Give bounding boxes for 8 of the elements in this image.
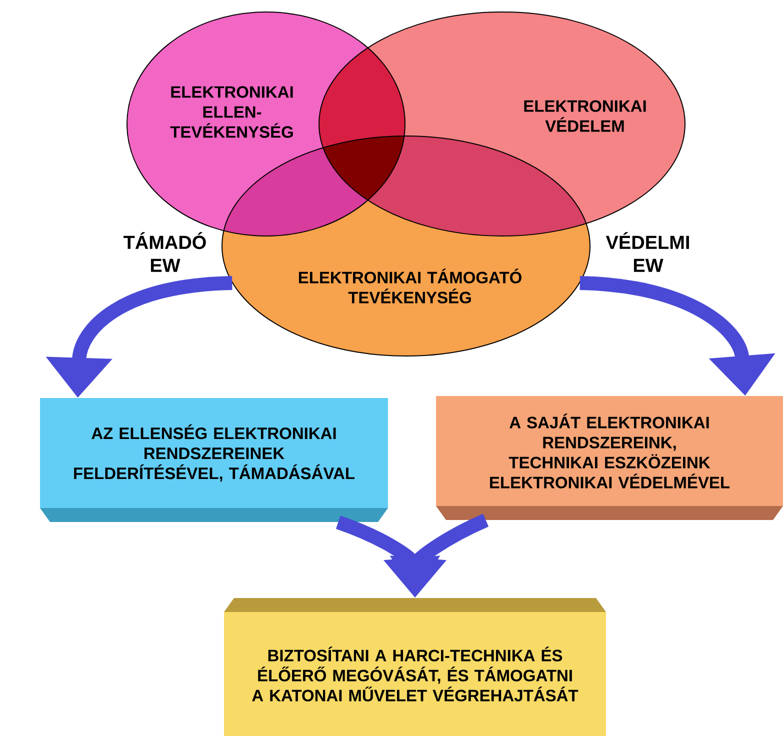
ellipse-label: ELEKTRONIKAI ELLEN- TEVÉKENYSÉG bbox=[170, 86, 293, 138]
text-box: A SAJÁT ELEKTRONIKAI RENDSZEREINK, TECHNIKAI ESZKÖZEINK ELEKTRONIKAI VÉDELMÉVEL bbox=[436, 396, 783, 520]
text-box: AZ ELLENSÉG ELEKTRONIKAI RENDSZEREINEK FELDERÍTÉSÉVEL, TÁMADÁSÁVAL bbox=[40, 398, 388, 522]
ellipse-label: ELEKTRONIKAI VÉDELEM bbox=[524, 100, 646, 132]
edge-label: VÉDELMI EW bbox=[606, 232, 689, 272]
text-box: BIZTOSÍTANI A HARCI-TECHNIKA ÉS ÉLŐERŐ MEGÓVÁSÁT, ÉS TÁMOGATNI A KATONAI MŰVELET VÉGREHAJTÁSÁT bbox=[224, 598, 606, 736]
edge-label: TÁMADÓ EW bbox=[124, 232, 206, 272]
ellipse-label: ELEKTRONIKAI TÁMOGATÓ TEVÉKENYSÉG bbox=[298, 268, 522, 304]
